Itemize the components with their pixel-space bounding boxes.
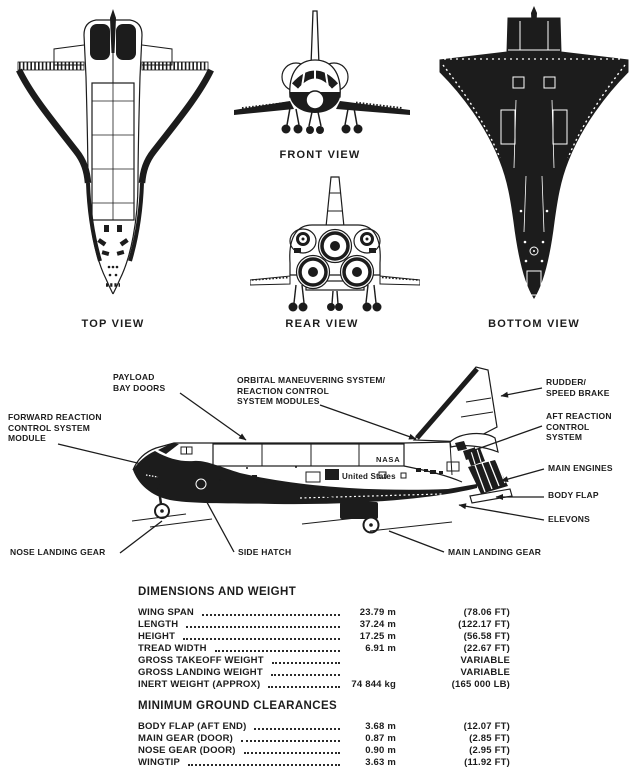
bottom-view-drawing: [439, 6, 629, 299]
side-hatch-mark: [195, 478, 207, 490]
leader-lines: [57, 387, 545, 554]
callout-nose-landing-gear: NOSE LANDING GEAR: [10, 547, 106, 557]
imperial-value: (78.06 FT): [463, 607, 510, 618]
dotted-leader: [183, 638, 340, 640]
callout-side-hatch: SIDE HATCH: [238, 547, 292, 557]
dotted-leader: [241, 740, 340, 742]
row-label: LENGTH: [138, 619, 179, 630]
imperial-value: (165 000 LB): [451, 679, 510, 690]
imperial-value: VARIABLE: [460, 667, 510, 678]
row-label: TREAD WIDTH: [138, 643, 207, 654]
front-view-drawing: [234, 10, 410, 134]
imperial-value: (22.67 FT): [463, 643, 510, 654]
callout-payload-bay-doors: PAYLOAD BAY DOORS: [113, 372, 166, 393]
callout-body-flap: BODY FLAP: [548, 490, 599, 500]
callout-forward-rcs-module: FORWARD REACTION CONTROL SYSTEM MODULE: [8, 412, 102, 443]
dotted-leader: [201, 614, 340, 616]
table-row: NOSE GEAR (DOOR) 0.90 m (2.95 FT): [138, 744, 510, 756]
dimensions-table-title: DIMENSIONS AND WEIGHT: [138, 586, 297, 598]
table-row: INERT WEIGHT (APPROX) 74 844 kg (165 000 L…: [138, 678, 510, 690]
bottom-view-label: BOTTOM VIEW: [488, 318, 580, 330]
dotted-leader: [254, 728, 340, 730]
metric-value: 0.87 m: [365, 733, 396, 744]
side-view-drawing: NASA United States: [57, 366, 545, 554]
metric-value: 3.63 m: [365, 757, 396, 768]
rear-view-label: REAR VIEW: [285, 318, 359, 330]
callout-aft-rcs: AFT REACTION CONTROL SYSTEM: [546, 411, 612, 442]
table-row: MAIN GEAR (DOOR) 0.87 m (2.85 FT): [138, 732, 510, 744]
callout-main-landing-gear: MAIN LANDING GEAR: [448, 547, 542, 557]
dotted-leader: [186, 626, 340, 628]
us-flag-icon: [325, 469, 339, 480]
dotted-leader: [243, 752, 340, 754]
metric-value: 37.24 m: [359, 619, 396, 630]
table-row: LENGTH 37.24 m (122.17 FT): [138, 618, 510, 630]
rear-view-drawing: [250, 176, 420, 312]
dotted-leader: [214, 650, 340, 652]
metric-value: 74 844 kg: [351, 679, 396, 690]
front-view-label: FRONT VIEW: [279, 149, 361, 161]
callout-main-engines: MAIN ENGINES: [548, 463, 613, 473]
table-row: GROSS LANDING WEIGHT VARIABLE: [138, 666, 510, 678]
callout-elevons: ELEVONS: [548, 514, 591, 524]
row-label: MAIN GEAR (DOOR): [138, 733, 234, 744]
callout-oms-rcs-modules: ORBITAL MANEUVERING SYSTEM/ REACTION CON…: [237, 375, 386, 406]
united-states-text: United States: [342, 472, 396, 481]
nasa-logo-text: NASA: [376, 455, 400, 464]
row-label: HEIGHT: [138, 631, 176, 642]
clearances-table-title: MINIMUM GROUND CLEARANCES: [138, 700, 338, 712]
imperial-value: (2.85 FT): [469, 733, 510, 744]
dotted-leader: [270, 674, 340, 676]
table-row: TREAD WIDTH 6.91 m (22.67 FT): [138, 642, 510, 654]
metric-value: 3.68 m: [365, 721, 396, 732]
callout-rudder-speed-brake: RUDDER/ SPEED BRAKE: [546, 377, 610, 398]
table-row: BODY FLAP (AFT END) 3.68 m (12.07 FT): [138, 720, 510, 732]
table-row: HEIGHT 17.25 m (56.58 FT): [138, 630, 510, 642]
imperial-value: (56.58 FT): [463, 631, 510, 642]
imperial-value: (12.07 FT): [463, 721, 510, 732]
spec-tables: DIMENSIONS AND WEIGHT WING SPAN 23.79 m (7…: [138, 586, 510, 768]
table-row: GROSS TAKEOFF WEIGHT VARIABLE: [138, 654, 510, 666]
imperial-value: (122.17 FT): [458, 619, 510, 630]
top-view-label: TOP VIEW: [81, 318, 145, 330]
dotted-leader: [268, 686, 340, 688]
top-view-drawing: [16, 9, 214, 295]
metric-value: 0.90 m: [365, 745, 396, 756]
dimensions-table: WING SPAN 23.79 m (78.06 FT) LENGTH 37.24 m…: [138, 606, 510, 690]
metric-value: 17.25 m: [359, 631, 396, 642]
row-label: INERT WEIGHT (APPROX): [138, 679, 261, 690]
row-label: BODY FLAP (AFT END): [138, 721, 247, 732]
row-label: NOSE GEAR (DOOR): [138, 745, 236, 756]
row-label: GROSS TAKEOFF WEIGHT: [138, 655, 264, 666]
imperial-value: VARIABLE: [460, 655, 510, 666]
dotted-leader: [271, 662, 340, 664]
clearances-table: BODY FLAP (AFT END) 3.68 m (12.07 FT) MAIN…: [138, 720, 510, 768]
table-row: WING SPAN 23.79 m (78.06 FT): [138, 606, 510, 618]
row-label: WING SPAN: [138, 607, 194, 618]
metric-value: 6.91 m: [365, 643, 396, 654]
imperial-value: (2.95 FT): [469, 745, 510, 756]
dotted-leader: [188, 764, 340, 766]
table-row: WINGTIP 3.63 m (11.92 FT): [138, 756, 510, 768]
row-label: WINGTIP: [138, 757, 181, 768]
metric-value: 23.79 m: [359, 607, 396, 618]
imperial-value: (11.92 FT): [464, 757, 510, 768]
row-label: GROSS LANDING WEIGHT: [138, 667, 263, 678]
